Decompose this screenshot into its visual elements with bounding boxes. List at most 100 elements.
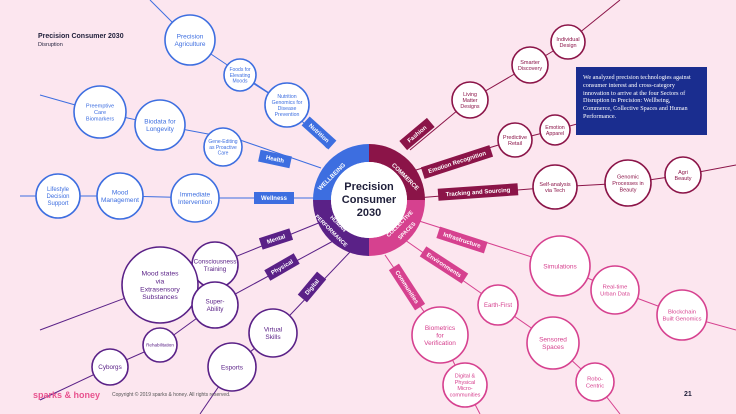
node-label: Earth-First xyxy=(484,303,512,309)
svg-text:Wellness: Wellness xyxy=(261,196,288,202)
node-circle xyxy=(35,173,81,219)
node-label: Lifestyle xyxy=(47,187,70,193)
tag-communities: Communities xyxy=(388,263,426,311)
hub-core xyxy=(331,162,407,238)
node-label: Support xyxy=(47,201,68,207)
central-hub: Precision Consumer 2030 WELLBEING COMMER… xyxy=(313,144,425,256)
node-circle xyxy=(91,348,129,386)
node-label: Agri xyxy=(678,170,688,176)
hub-title-line3: 2030 xyxy=(357,207,381,219)
node-label: Virtual xyxy=(264,327,283,334)
node-label: Beauty xyxy=(674,176,691,182)
node-label: Predictive xyxy=(503,135,527,141)
node-label: Moods xyxy=(232,79,248,85)
node-label: Gene-Editing xyxy=(208,139,237,145)
node-label: Built Genomics xyxy=(663,316,702,322)
node-label: Decision xyxy=(46,194,69,200)
node-circle xyxy=(529,235,591,297)
node-label: Sensored xyxy=(539,337,567,344)
node-label: Rehabilitation xyxy=(146,343,174,348)
commerce-sector-ring xyxy=(369,144,425,200)
node-label: Simulations xyxy=(543,263,577,270)
node-label: Apparel xyxy=(546,131,564,137)
node-label: Elevating xyxy=(230,73,251,79)
node-label: Design xyxy=(559,43,576,49)
node-label: Physical xyxy=(455,380,475,386)
node-circle xyxy=(590,265,640,315)
node-label: Mood states xyxy=(141,271,179,278)
node-label: Preemptive xyxy=(86,104,114,110)
node-circle xyxy=(477,284,519,326)
node-label: Skills xyxy=(265,334,281,341)
node-label: Retail xyxy=(508,141,522,147)
node-label: Esports xyxy=(221,364,244,371)
node-super-ability: Super-Ability xyxy=(191,281,239,329)
node-circle xyxy=(526,316,580,370)
node-label: Genomic xyxy=(617,175,639,181)
node-label: for xyxy=(436,332,444,339)
node-label: communities xyxy=(450,392,481,398)
tag-tracking-sourcing: Tracking and Sourcing xyxy=(437,183,519,201)
node-label: Management xyxy=(101,197,139,204)
node-label: Centric xyxy=(586,383,604,389)
node-label: Smarter xyxy=(520,60,540,66)
tag-emotion-recognition: Emotion Recognition xyxy=(420,145,494,179)
node-circle xyxy=(442,362,488,408)
node-label: Robo- xyxy=(587,377,603,383)
svg-text:Tracking and Sourcing: Tracking and Sourcing xyxy=(446,188,511,199)
node-label: Substances xyxy=(142,294,178,301)
node-simulations: Simulations xyxy=(529,235,591,297)
node-circle xyxy=(532,164,578,210)
node-label: Digital & xyxy=(455,373,476,379)
node-label: Longevity xyxy=(146,126,175,133)
node-circle xyxy=(511,46,549,84)
node-label: Individual xyxy=(556,37,579,43)
node-label: Emotion xyxy=(545,125,564,131)
wellbeing-sector-ring xyxy=(313,144,369,200)
collective-sector-ring xyxy=(369,200,425,256)
info-box: We analyzed precision technologies again… xyxy=(576,67,707,135)
node-label: Extrasensory xyxy=(140,286,180,293)
tag-mental: Mental xyxy=(258,228,294,250)
node-earth-first: Earth-First xyxy=(477,284,519,326)
page-subtitle: Disruption xyxy=(38,42,63,48)
node-label: Living xyxy=(463,92,477,98)
node-label: Processes in xyxy=(612,181,644,187)
node-label: Training xyxy=(204,266,227,273)
node-label: Self-analysis xyxy=(539,182,570,188)
node-circle xyxy=(223,58,257,92)
node-label: Matter xyxy=(462,98,477,104)
node-label: Super- xyxy=(206,299,225,306)
node-rehabilitation: Rehabilitation xyxy=(142,327,178,363)
svg-text:Mental: Mental xyxy=(266,234,286,246)
node-label: Discovery xyxy=(518,66,542,72)
node-label: via Tech xyxy=(545,188,565,194)
tag-wellness: Wellness xyxy=(254,192,294,204)
node-circle xyxy=(604,159,652,207)
node-cyborgs: Cyborgs xyxy=(91,348,129,386)
node-circle xyxy=(121,246,199,324)
node-circle xyxy=(164,14,216,66)
node-label: Care xyxy=(218,151,229,157)
svg-text:Environments: Environments xyxy=(425,252,462,279)
